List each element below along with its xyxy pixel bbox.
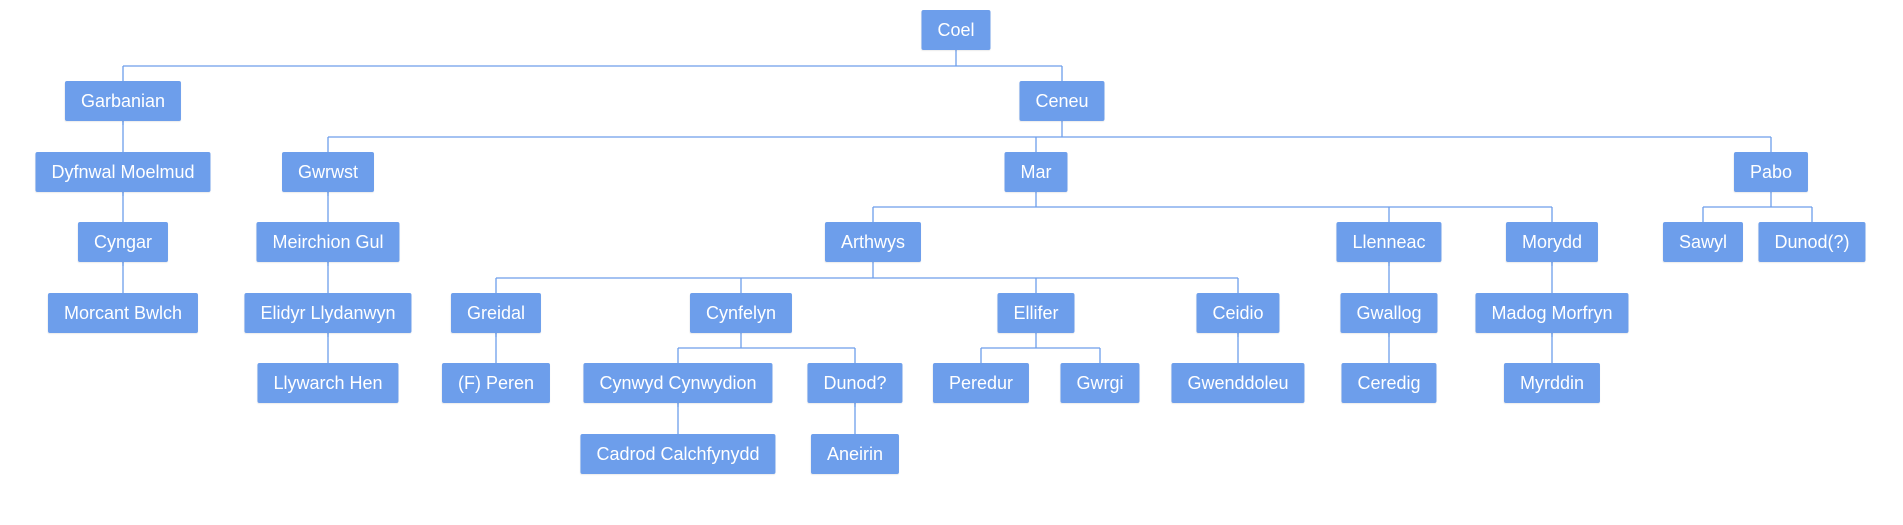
- tree-node-ceneu: Ceneu: [1019, 81, 1105, 121]
- tree-node-coel: Coel: [921, 10, 991, 50]
- tree-node-myrddin: Myrddin: [1503, 363, 1601, 403]
- tree-node-mar: Mar: [1004, 152, 1068, 192]
- tree-node-elidyr: Elidyr Llydanwyn: [244, 293, 412, 333]
- tree-node-peren: (F) Peren: [441, 363, 551, 403]
- tree-node-ceidio: Ceidio: [1196, 293, 1280, 333]
- tree-node-gwallog: Gwallog: [1340, 293, 1438, 333]
- tree-node-gwrgi: Gwrgi: [1060, 363, 1140, 403]
- tree-node-cynwyd: Cynwyd Cynwydion: [583, 363, 773, 403]
- tree-node-morydd: Morydd: [1505, 222, 1599, 262]
- tree-node-garbanian: Garbanian: [64, 81, 182, 121]
- tree-node-cadrod: Cadrod Calchfynydd: [580, 434, 776, 474]
- tree-node-dunod1: Dunod?: [807, 363, 903, 403]
- tree-node-sawyl: Sawyl: [1662, 222, 1744, 262]
- tree-node-cyngar: Cyngar: [77, 222, 169, 262]
- tree-node-gwrwst: Gwrwst: [282, 152, 374, 192]
- tree-node-dunod2: Dunod(?): [1758, 222, 1866, 262]
- tree-node-meirchion: Meirchion Gul: [256, 222, 400, 262]
- tree-node-arthwys: Arthwys: [824, 222, 922, 262]
- tree-node-greidal: Greidal: [450, 293, 542, 333]
- tree-node-peredur: Peredur: [932, 363, 1030, 403]
- tree-node-llywarch: Llywarch Hen: [257, 363, 399, 403]
- tree-node-madog: Madog Morfryn: [1475, 293, 1629, 333]
- tree-node-morcant: Morcant Bwlch: [47, 293, 199, 333]
- tree-node-cynfelyn: Cynfelyn: [689, 293, 793, 333]
- tree-node-llenneac: Llenneac: [1336, 222, 1442, 262]
- tree-node-gwenddoleu: Gwenddoleu: [1171, 363, 1305, 403]
- tree-node-dyfnwal: Dyfnwal Moelmud: [35, 152, 211, 192]
- tree-node-aneirin: Aneirin: [810, 434, 900, 474]
- tree-node-ceredig: Ceredig: [1341, 363, 1437, 403]
- tree-node-ellifer: Ellifer: [997, 293, 1075, 333]
- tree-node-pabo: Pabo: [1733, 152, 1809, 192]
